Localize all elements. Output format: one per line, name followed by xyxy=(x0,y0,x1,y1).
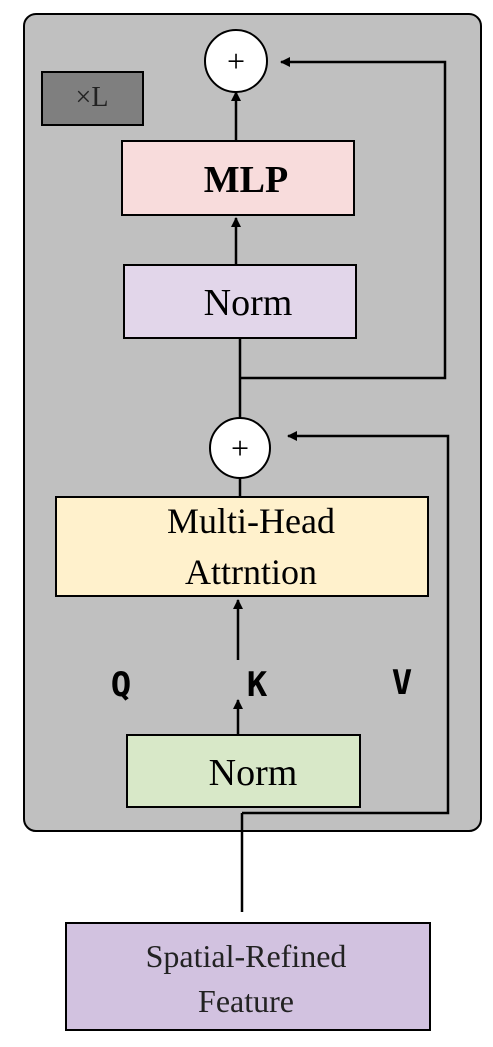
q-label: Q xyxy=(111,665,131,705)
norm-bottom-block xyxy=(126,734,361,808)
norm-top-block xyxy=(123,264,357,339)
attention-block xyxy=(55,496,429,597)
adder-bottom-symbol: + xyxy=(231,430,249,466)
input-feature-block xyxy=(65,922,431,1031)
adder-top-symbol: + xyxy=(227,43,245,79)
residual-path-top xyxy=(240,57,447,380)
connectors xyxy=(231,57,450,912)
input-label-line1: Spatial-Refined xyxy=(146,938,347,974)
adder-top xyxy=(204,29,268,93)
repeat-badge xyxy=(41,71,144,126)
attention-label-line1: Multi-Head xyxy=(167,501,335,541)
adder-bottom xyxy=(209,417,271,479)
repeat-badge-label: ×L xyxy=(76,82,109,113)
norm-bottom-label: Norm xyxy=(209,752,298,794)
input-label-line2: Feature xyxy=(198,983,294,1019)
k-label: K xyxy=(247,665,268,705)
norm-top-label: Norm xyxy=(204,282,293,324)
attention-label-line2: Attrntion xyxy=(185,552,317,592)
residual-path-bottom xyxy=(242,431,450,815)
mlp-block xyxy=(121,140,355,216)
mlp-label: MLP xyxy=(204,159,288,201)
v-label: V xyxy=(392,663,412,703)
